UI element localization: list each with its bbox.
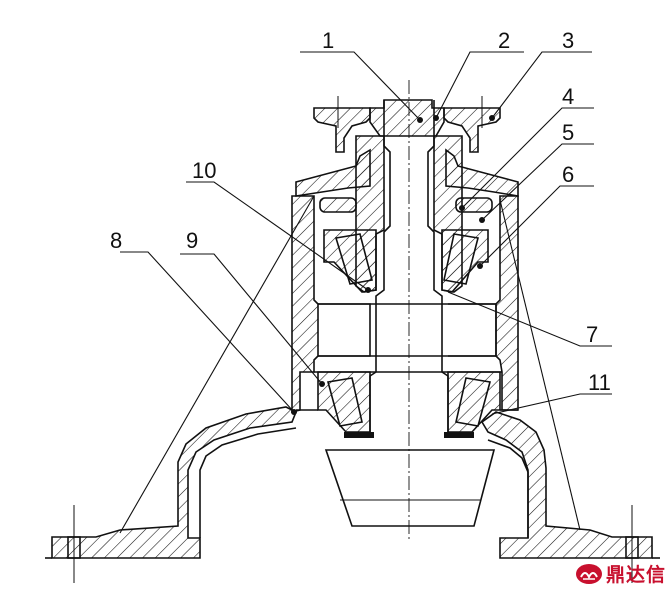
label-9: 9 bbox=[186, 228, 198, 253]
label-7: 7 bbox=[586, 322, 598, 347]
label-11: 11 bbox=[588, 370, 611, 395]
label-8: 8 bbox=[110, 228, 122, 253]
top-flange bbox=[313, 96, 501, 153]
label-4: 4 bbox=[562, 84, 574, 109]
spacer-ring bbox=[318, 303, 497, 357]
top-cover bbox=[295, 148, 519, 197]
leader-lines bbox=[119, 51, 612, 534]
main-shaft bbox=[369, 100, 449, 432]
upper-bearing bbox=[323, 229, 489, 293]
oil-seals bbox=[319, 197, 493, 213]
base-housing bbox=[45, 406, 660, 583]
label-1: 1 bbox=[322, 28, 334, 53]
watermark: 鼎达信 bbox=[575, 560, 666, 587]
label-3: 3 bbox=[562, 28, 574, 53]
watermark-text: 鼎达信 bbox=[605, 564, 666, 586]
lower-cone bbox=[324, 449, 496, 527]
sun-logo-icon bbox=[575, 563, 602, 584]
callout-labels: 1 2 3 4 5 6 7 8 9 10 11 bbox=[110, 28, 611, 395]
label-10: 10 bbox=[192, 158, 216, 183]
label-6: 6 bbox=[562, 162, 574, 187]
lower-bearing bbox=[317, 371, 501, 438]
label-2: 2 bbox=[498, 28, 510, 53]
label-5: 5 bbox=[562, 120, 574, 145]
